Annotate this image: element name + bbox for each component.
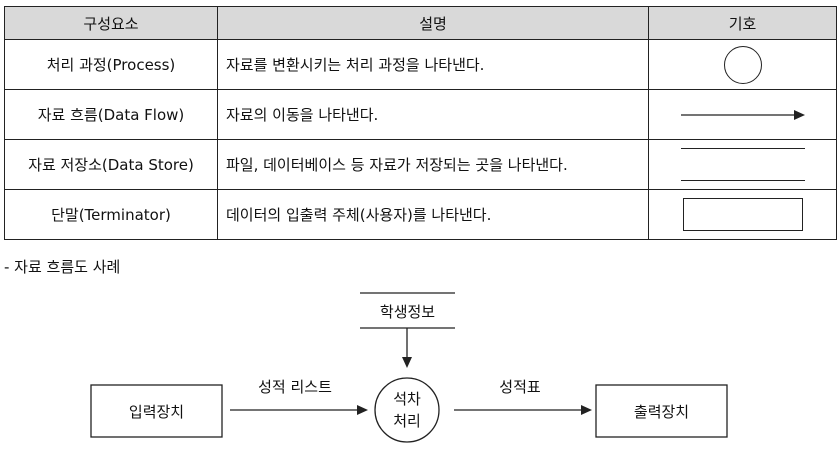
component-cell: 자료 저장소(Data Store) xyxy=(4,139,218,190)
input-terminator-box xyxy=(90,384,223,438)
component-cell: 처리 과정(Process) xyxy=(4,39,218,90)
table-row: 자료 저장소(Data Store) 파일, 데이터베이스 등 자료가 저장되는… xyxy=(4,139,837,190)
table-header-row: 구성요소 설명 기호 xyxy=(4,6,837,40)
table-row: 단말(Terminator) 데이터의 입출력 주체(사용자)를 나타낸다. xyxy=(4,189,837,240)
arrowhead xyxy=(357,405,368,415)
data-store-label: 학생정보 xyxy=(379,303,436,321)
example-section-title: - 자료 흐름도 사례 xyxy=(4,258,121,276)
circle-symbol-icon xyxy=(723,45,762,84)
component-cell: 자료 흐름(Data Flow) xyxy=(4,89,218,140)
store-top-line xyxy=(680,148,805,149)
table-row: 자료 흐름(Data Flow) 자료의 이동을 나타낸다. xyxy=(4,89,837,140)
symbol-cell xyxy=(648,39,837,90)
description-cell: 파일, 데이터베이스 등 자료가 저장되는 곳을 나타낸다. xyxy=(217,139,649,190)
component-cell: 단말(Terminator) xyxy=(4,189,218,240)
process-label-line1: 석차 xyxy=(393,390,421,408)
symbol-cell xyxy=(648,89,837,140)
symbol-cell xyxy=(648,139,837,190)
rectangle-symbol-icon xyxy=(682,198,803,231)
arrowhead xyxy=(402,357,412,368)
arrowhead xyxy=(581,405,592,415)
dfd-components-table: 구성요소 설명 기호 처리 과정(Process) 자료를 변환시키는 처리 과… xyxy=(4,6,837,240)
flow-in-label: 성적 리스트 xyxy=(258,378,332,396)
parallel-lines-symbol-icon xyxy=(657,148,828,181)
table-row: 처리 과정(Process) 자료를 변환시키는 처리 과정을 나타낸다. xyxy=(4,39,837,90)
description-cell: 데이터의 입출력 주체(사용자)를 나타낸다. xyxy=(217,189,649,240)
process-circle xyxy=(374,377,440,443)
output-terminator-label: 출력장치 xyxy=(633,403,690,421)
description-cell: 자료의 이동을 나타낸다. xyxy=(217,89,649,140)
arrow-symbol-icon xyxy=(680,110,805,120)
store-bottom-line xyxy=(680,180,805,181)
output-terminator-box xyxy=(595,384,728,438)
header-component: 구성요소 xyxy=(4,6,218,40)
process-label-line2: 처리 xyxy=(393,412,421,430)
input-terminator-label: 입력장치 xyxy=(128,403,185,421)
symbol-cell xyxy=(648,189,837,240)
description-cell: 자료를 변환시키는 처리 과정을 나타낸다. xyxy=(217,39,649,90)
flow-out-label: 성적표 xyxy=(499,378,541,396)
